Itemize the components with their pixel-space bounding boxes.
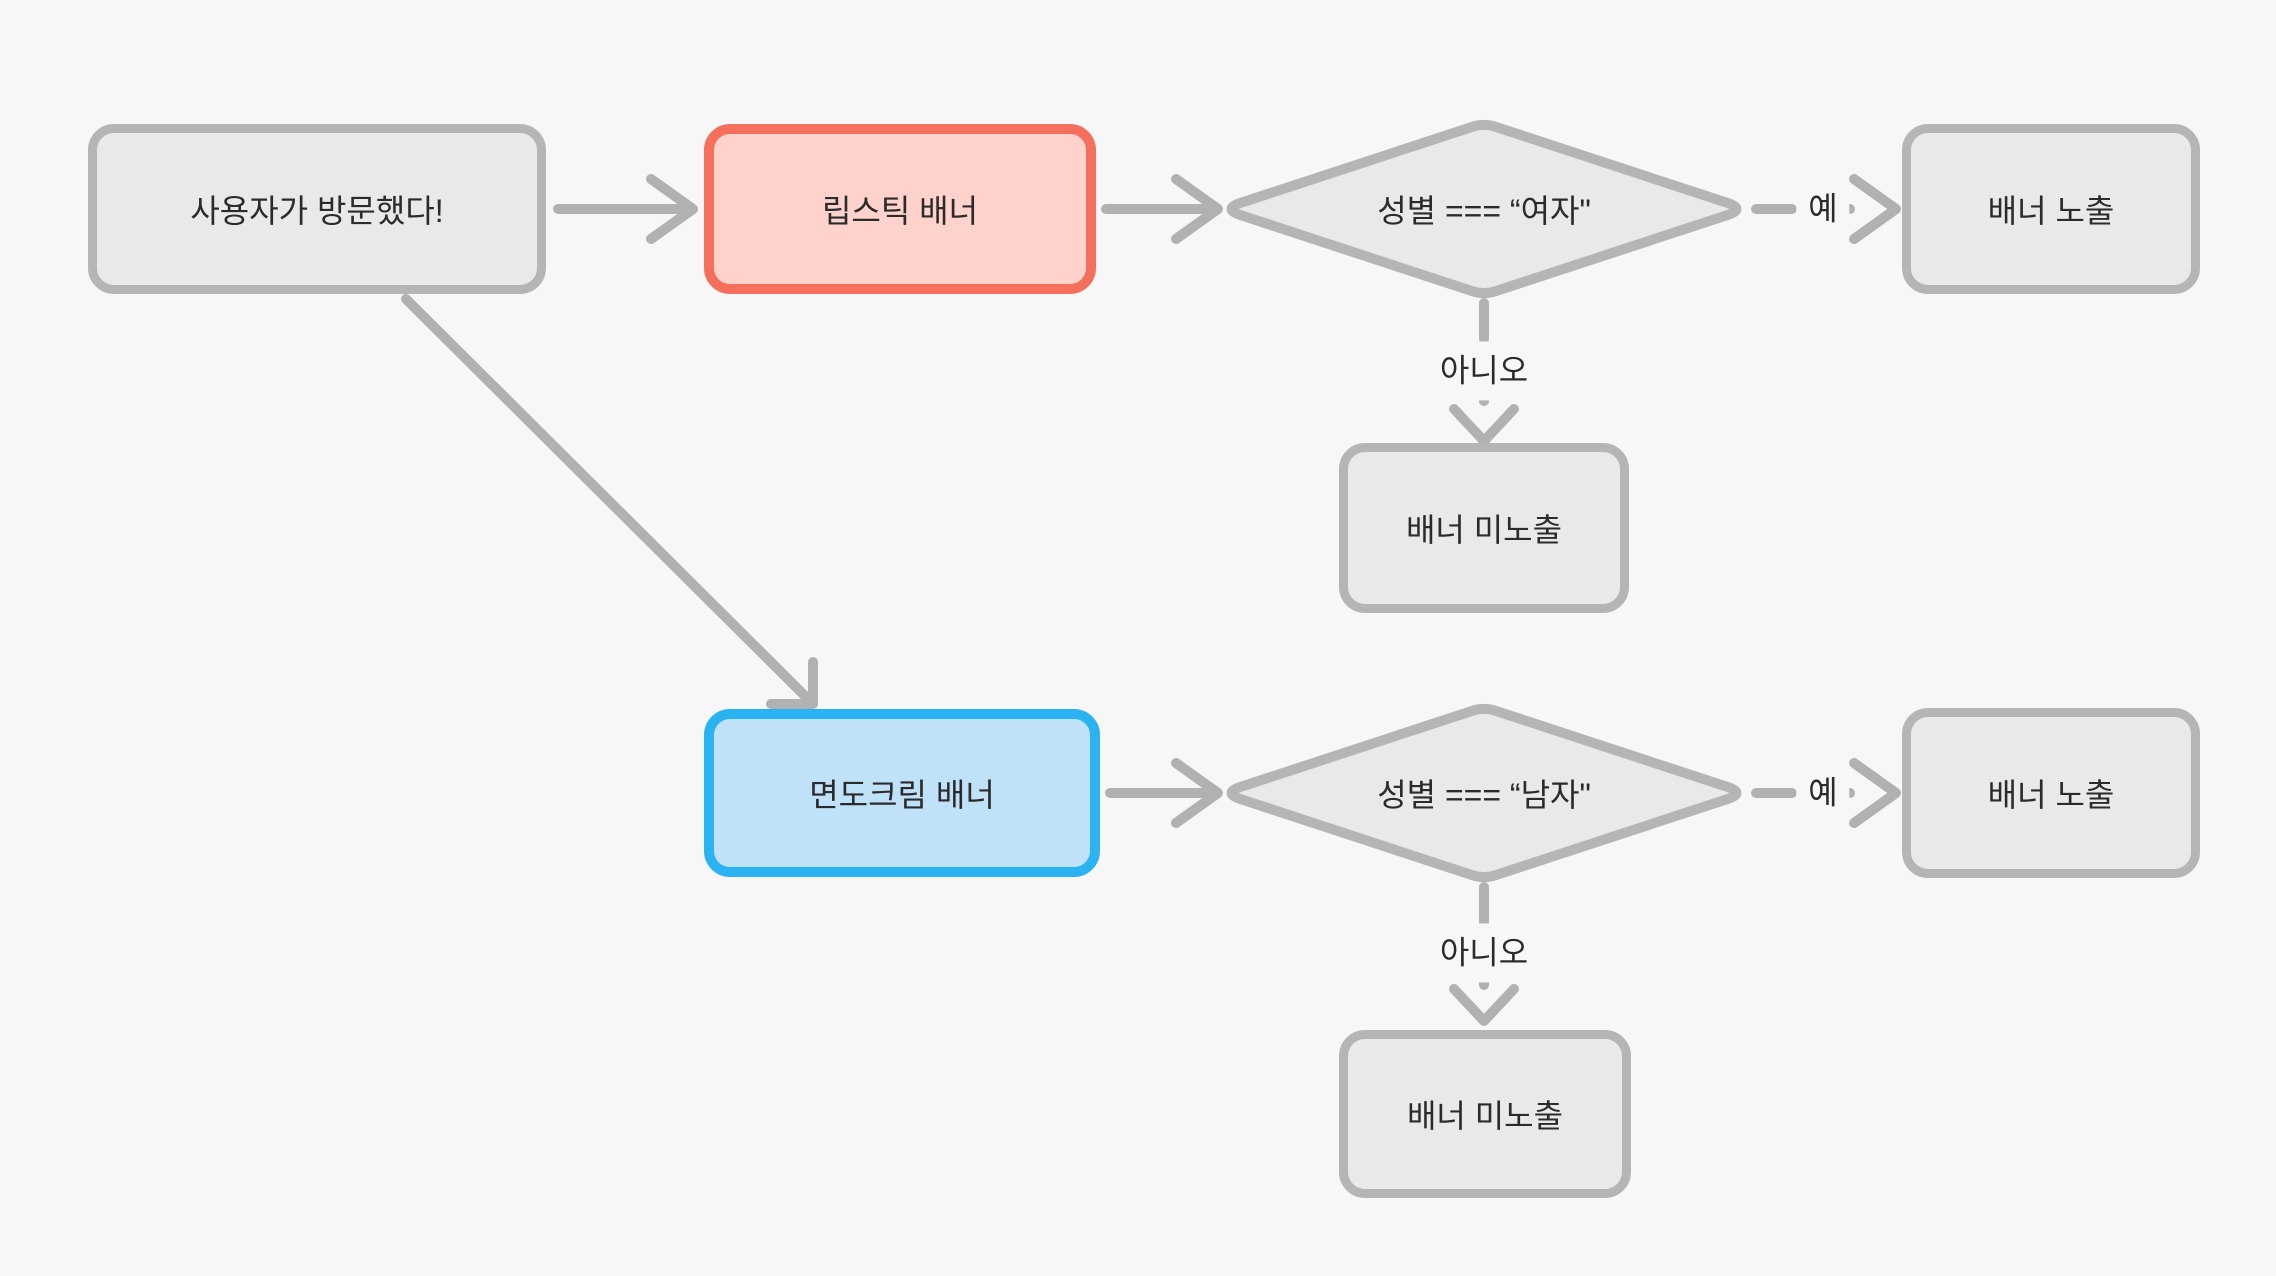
arrow-start-to-lipstick-head [646,174,698,244]
decision-female-shape [1226,119,1742,299]
decision-female-label: 성별 === “여자" [1377,193,1591,229]
arrow-shaving-to-decision-male [1105,758,1223,828]
arrow-start-to-shaving [401,294,818,709]
node-shaving-banner: 면도크림 배너 [704,709,1100,877]
arrow-decision-female-to-show-head [1849,174,1901,244]
decision-male-shape [1226,703,1742,883]
arrow-decision-male-to-hide-head [1449,984,1519,1026]
edge-label-yes-male: 예 [1796,763,1850,823]
arrow-start-to-shaving-line [401,294,810,701]
node-hide-banner-male: 배너 미노출 [1339,1030,1631,1198]
arrow-shaving-to-decision-male-head [1171,758,1223,828]
node-hide-banner-female: 배너 미노출 [1339,443,1629,613]
arrow-start-to-shaving-head [766,657,818,709]
arrow-decision-female-to-hide-head [1449,404,1519,446]
node-start: 사용자가 방문했다! [88,124,546,294]
edge-label-no-female: 아니오 [1427,341,1541,401]
arrow-lipstick-to-decision-female-head [1171,174,1223,244]
edge-label-no-male: 아니오 [1427,923,1541,983]
decision-male-label: 성별 === “남자" [1377,777,1591,813]
arrow-start-to-lipstick [553,174,698,244]
arrow-lipstick-to-decision-female [1101,174,1223,244]
node-show-banner-female: 배너 노출 [1902,124,2200,294]
node-show-banner-male: 배너 노출 [1902,708,2200,878]
node-lipstick-banner: 립스틱 배너 [704,124,1096,294]
edge-label-yes-female: 예 [1796,179,1850,239]
arrow-decision-male-to-show-head [1849,758,1901,828]
